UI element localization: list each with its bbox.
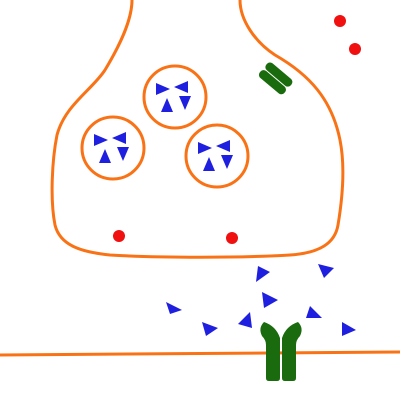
synaptic-vesicles: [80, 64, 250, 189]
synaptic-vesicle: [142, 64, 208, 130]
neurotransmitter-triangle: [94, 134, 108, 146]
neurotransmitter-triangle: [318, 264, 334, 278]
neurotransmitter-triangle: [256, 266, 270, 282]
cleft-neurotransmitters: [166, 264, 356, 336]
synaptic-vesicle: [80, 115, 146, 181]
neurotransmitter-triangle: [342, 322, 356, 336]
receptor-right-subunit: [282, 322, 302, 381]
neurotransmitter-triangle: [161, 98, 173, 112]
neurotransmitter-triangle: [179, 96, 191, 110]
neurotransmitter-triangle: [117, 147, 129, 161]
ions: [113, 15, 361, 244]
neurotransmitter-triangle: [174, 81, 188, 93]
presynaptic-channel-icon: [258, 62, 293, 95]
ion-dot: [226, 232, 238, 244]
ion-dot: [349, 43, 361, 55]
neurotransmitter-triangle: [238, 312, 252, 328]
postsynaptic-membrane: [0, 350, 400, 357]
vesicle-membrane: [184, 123, 250, 189]
ion-dot: [334, 15, 346, 27]
neurotransmitter-triangle: [221, 155, 233, 169]
receptor-left-subunit: [260, 322, 280, 381]
neurotransmitter-triangle: [203, 157, 215, 171]
postsynaptic-receptor-icon: [260, 322, 302, 381]
ion-dot: [113, 230, 125, 242]
neurotransmitter-triangle: [202, 322, 218, 336]
neurotransmitter-triangle: [262, 292, 278, 308]
neurotransmitter-triangle: [166, 302, 182, 314]
neurotransmitter-triangle: [156, 83, 170, 95]
vesicle-membrane: [80, 115, 146, 181]
neurotransmitter-triangle: [99, 149, 111, 163]
vesicle-membrane: [142, 64, 208, 130]
neurotransmitter-triangle: [112, 132, 126, 144]
neurotransmitter-triangle: [306, 306, 322, 318]
presynaptic-terminal-membrane: [50, 0, 345, 259]
neurotransmitter-triangle: [198, 142, 212, 154]
synaptic-vesicle: [184, 123, 250, 189]
neurotransmitter-triangle: [216, 140, 230, 152]
